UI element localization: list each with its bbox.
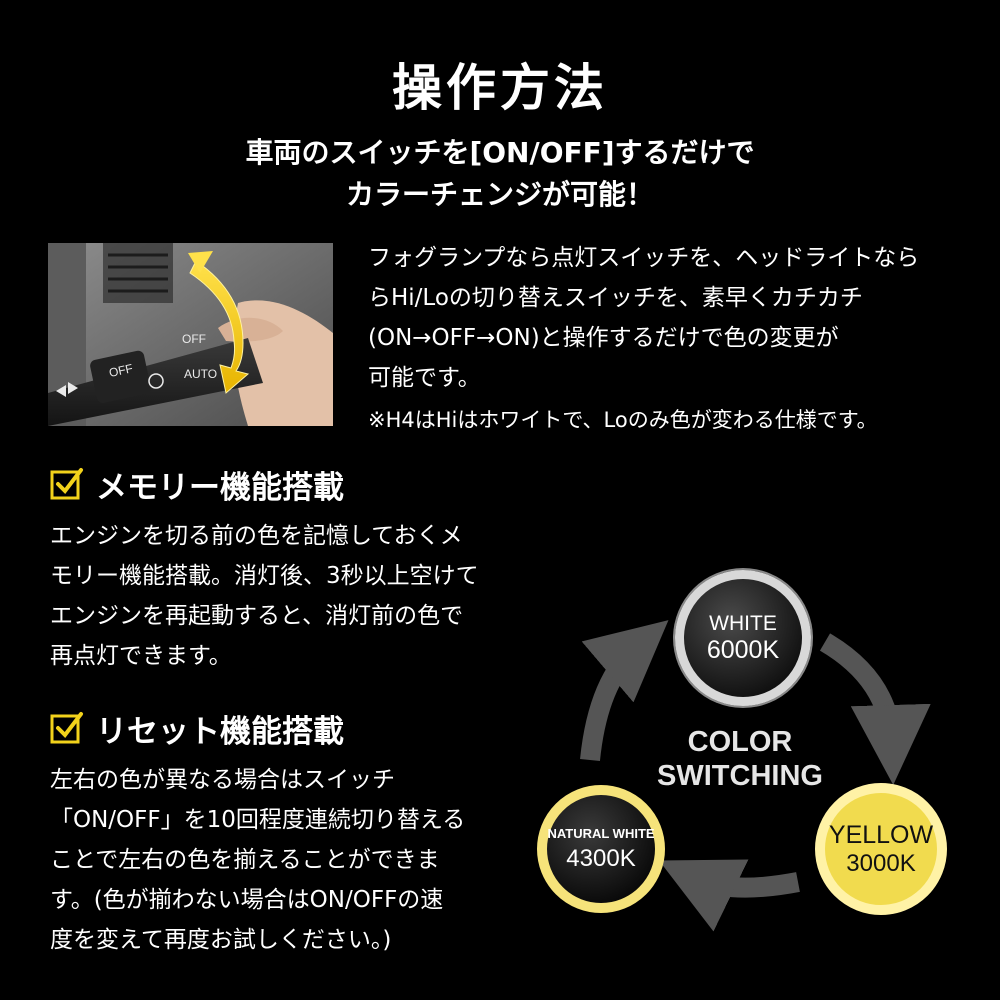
center-label: COLOR SWITCHING [630, 725, 850, 793]
center-label-line-1: COLOR [687, 726, 793, 758]
subtitle-line-2: カラーチェンジが可能！ [345, 178, 654, 211]
arrow-white-to-yellow [819, 633, 931, 785]
photo-label-auto: AUTO [184, 367, 217, 381]
reset-heading: リセット機能搭載 [50, 708, 344, 750]
subtitle-line-1: 車両のスイッチを[ON/OFF]するだけで [245, 136, 755, 169]
yellow-name: YELLOW [828, 820, 934, 849]
white-value: 6000K [706, 635, 780, 664]
yellow-value: 3000K [846, 849, 916, 877]
reset-text: 左右の色が異なる場合はスイッチ 「ON/OFF」を10回程度連続切り替える こと… [50, 767, 466, 953]
color-switching-diagram: WHITE 6000K COLOR SWITCHING NATURAL WHIT… [520, 560, 990, 940]
white-name: WHITE [709, 611, 777, 635]
checkbox-icon [50, 712, 83, 744]
photo-label-off-side: OFF [108, 361, 134, 380]
natural-value: 4300K [566, 844, 636, 872]
white-color-circle: WHITE 6000K [675, 570, 811, 706]
photo-label-off-top: OFF [182, 332, 206, 346]
memory-heading: メモリー機能搭載 [50, 464, 344, 506]
memory-text: エンジンを切る前の色を記憶しておくメ モリー機能搭載。消灯後、3秒以上空けて エ… [50, 523, 479, 669]
natural-white-color-circle: NATURAL WHITE 4300K [537, 785, 665, 913]
checkbox-icon [50, 468, 83, 500]
arrow-natural-to-white [580, 620, 669, 762]
yellow-color-circle: YELLOW 3000K [815, 783, 947, 915]
reset-heading-label: リセット機能搭載 [96, 713, 344, 750]
cycle-arrows [580, 620, 931, 932]
natural-name: NATURAL WHITE [547, 825, 655, 841]
switch-photo: OFF OFF AUTO [48, 243, 333, 426]
memory-heading-label: メモリー機能搭載 [96, 469, 344, 506]
intro-note: ※H4はHiはホワイトで、Loのみ色が変わる仕様です。 [368, 408, 878, 432]
arrow-yellow-to-natural [659, 859, 800, 932]
page-title: 操作方法 [392, 58, 608, 117]
subtitle: 車両のスイッチを[ON/OFF]するだけで カラーチェンジが可能！ [0, 132, 1000, 216]
center-label-line-2: SWITCHING [657, 760, 823, 792]
intro-text: フォグランプなら点灯スイッチを、ヘッドライトなら らHi/Loの切り替えスイッチ… [368, 245, 920, 391]
